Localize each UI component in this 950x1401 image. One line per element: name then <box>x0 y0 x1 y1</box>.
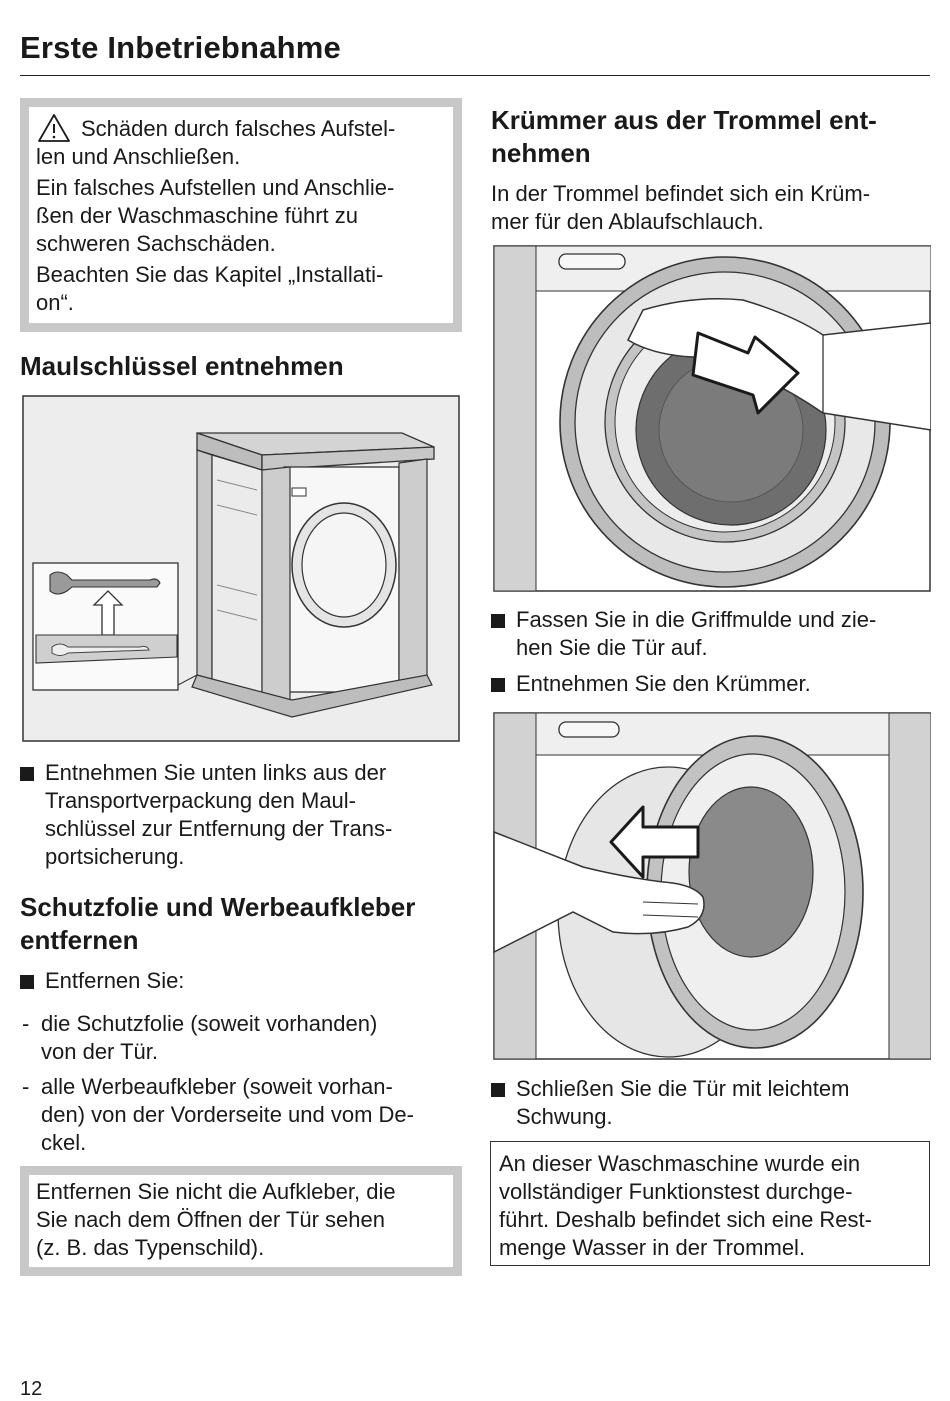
note-line: Entfernen Sie nicht die Aufkleber, die <box>36 1179 396 1204</box>
dash-marker: - <box>22 1074 30 1099</box>
note-line: Sie nach dem Öffnen der Tür sehen <box>36 1207 385 1232</box>
instruction-line: Schwung. <box>516 1104 613 1129</box>
warning-title-line: Schäden durch falsches Aufstel- <box>81 116 396 141</box>
warning-text-line: on“. <box>36 290 74 315</box>
instruction-line: hen Sie die Tür auf. <box>516 635 708 660</box>
square-bullet-icon <box>491 614 505 628</box>
section-heading-film: entfernen <box>20 925 139 955</box>
instruction-line: Entfernen Sie: <box>45 968 185 993</box>
section-heading-wrench: Maulschlüssel entnehmen <box>20 351 344 381</box>
note-box <box>20 1166 462 1276</box>
warning-title-line: len und Anschließen. <box>36 144 241 169</box>
page-number: 12 <box>20 1378 43 1400</box>
intro-line: mer für den Ablaufschlauch. <box>491 209 764 234</box>
info-box <box>490 1141 930 1266</box>
square-bullet-icon <box>491 1083 505 1097</box>
list-item-line: den) von der Vorderseite und vom De- <box>41 1102 414 1127</box>
section-heading-elbow: nehmen <box>491 138 591 168</box>
warning-triangle-icon <box>38 114 70 142</box>
square-bullet-icon <box>20 975 34 989</box>
figure-open-door <box>493 245 931 592</box>
instruction-line: Transportverpackung den Maul- <box>45 788 357 813</box>
warning-text-line: schweren Sachschäden. <box>36 231 276 256</box>
section-heading-elbow: Krümmer aus der Trommel ent- <box>491 105 877 135</box>
intro-line: In der Trommel befindet sich ein Krüm- <box>491 181 871 206</box>
list-item-line: ckel. <box>41 1130 87 1155</box>
warning-text-line: Ein falsches Aufstellen und Anschlie- <box>36 175 395 200</box>
section-heading-film: Schutzfolie und Werbeaufkleber <box>20 892 416 922</box>
instruction-line: Fassen Sie in die Griffmulde und zie- <box>516 607 877 632</box>
note-line: (z. B. das Typenschild). <box>36 1235 265 1260</box>
square-bullet-icon <box>20 767 34 781</box>
page-title: Erste Inbetriebnahme <box>20 30 341 65</box>
figure-close-door <box>493 712 931 1060</box>
instruction-line: portsicherung. <box>45 844 185 869</box>
list-item-line: von der Tür. <box>41 1039 158 1064</box>
instruction-line: Entnehmen Sie den Krümmer. <box>516 671 811 696</box>
dash-marker: - <box>22 1011 30 1036</box>
figure-wrench-removal <box>22 395 460 742</box>
info-line: führt. Deshalb befindet sich eine Rest- <box>499 1207 872 1232</box>
info-line: vollständiger Funktionstest durchge- <box>499 1179 853 1204</box>
instruction-line: Schließen Sie die Tür mit leichtem <box>516 1076 850 1101</box>
info-line: An dieser Waschmaschine wurde ein <box>499 1151 861 1176</box>
list-item-line: die Schutzfolie (soweit vorhanden) <box>41 1011 378 1036</box>
warning-text-line: ßen der Waschmaschine führt zu <box>36 203 358 228</box>
title-divider <box>20 75 930 76</box>
info-line: menge Wasser in der Trommel. <box>499 1235 806 1260</box>
instruction-line: Entnehmen Sie unten links aus der <box>45 760 387 785</box>
list-item-line: alle Werbeaufkleber (soweit vorhan- <box>41 1074 393 1099</box>
instruction-line: schlüssel zur Entfernung der Trans- <box>45 816 393 841</box>
warning-box <box>20 98 462 332</box>
square-bullet-icon <box>491 678 505 692</box>
warning-text-line: Beachten Sie das Kapitel „Installati- <box>36 262 384 287</box>
